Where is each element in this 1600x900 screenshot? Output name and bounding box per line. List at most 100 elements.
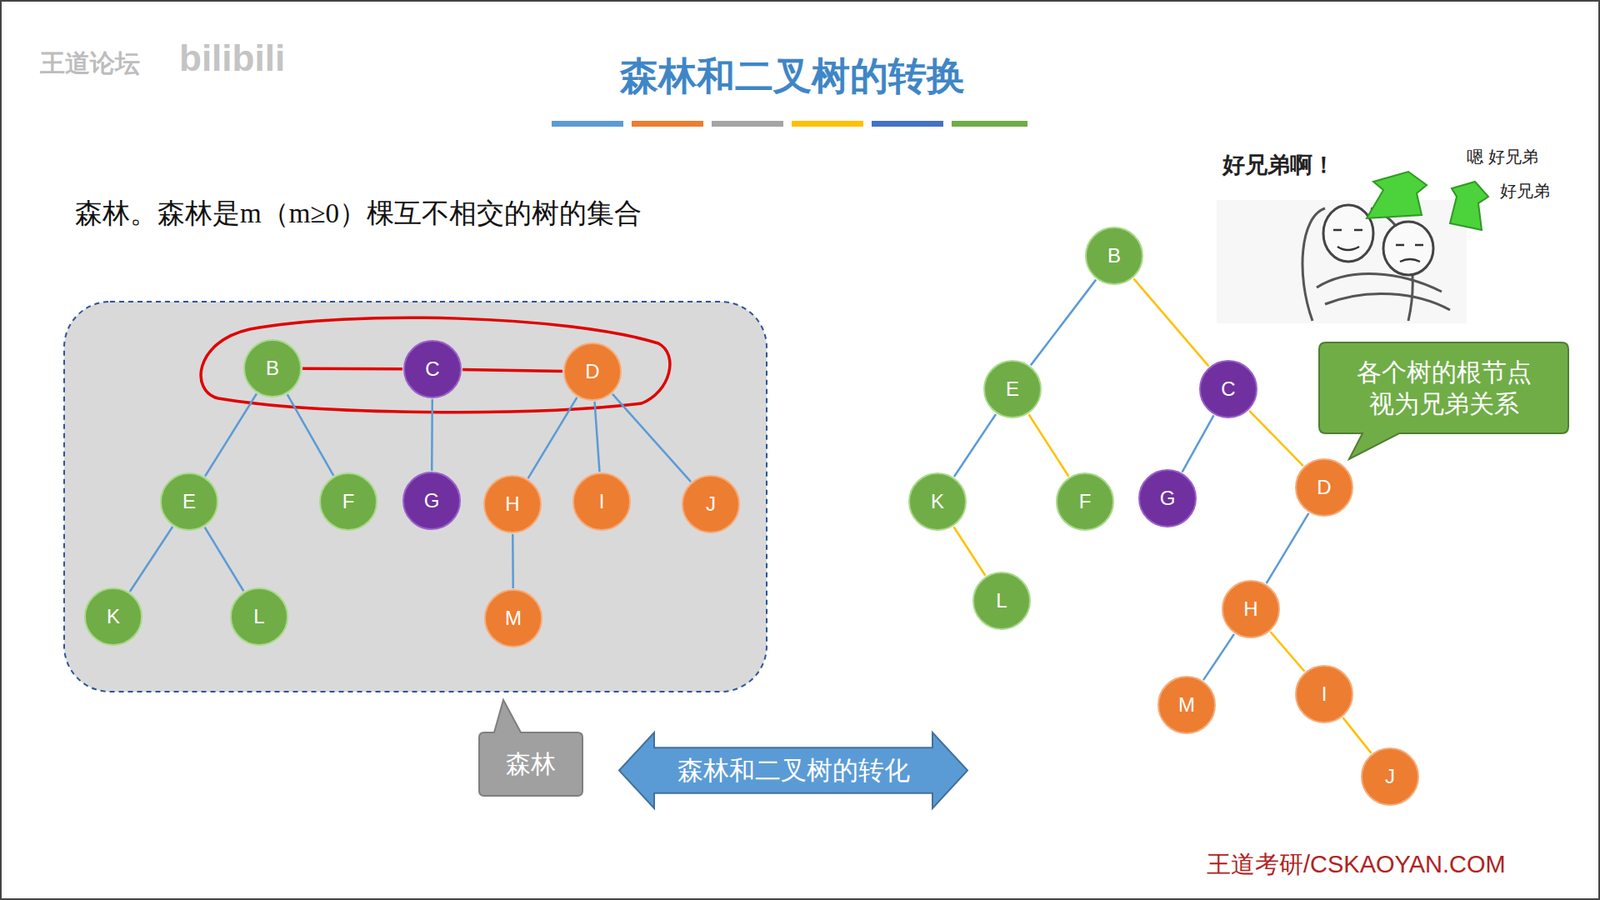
tree-node: L <box>230 587 289 646</box>
bar-segment <box>551 120 624 127</box>
node-text: F <box>342 490 355 515</box>
tree-edge <box>287 394 334 475</box>
face <box>1395 245 1424 262</box>
bar-segment <box>871 120 944 127</box>
node-text: H <box>505 492 520 517</box>
figure-head <box>1383 221 1434 275</box>
callout-grey: 森林 <box>479 732 583 796</box>
tree-node: G <box>402 471 461 530</box>
node-text: 森林 <box>505 749 556 780</box>
node-text: E <box>1005 377 1020 402</box>
node-text: C <box>1220 377 1235 402</box>
tree-edge <box>1030 280 1096 366</box>
tree-node: M <box>1157 675 1216 735</box>
node-text: K <box>106 605 120 630</box>
tree-edge <box>1342 717 1371 754</box>
tree-node: D <box>1295 458 1354 517</box>
node-text: I <box>599 490 605 515</box>
tree-edge <box>1266 513 1310 584</box>
tree-node: J <box>681 475 740 534</box>
figure-stroke <box>1302 208 1325 321</box>
watermark: bilibili <box>179 37 285 80</box>
tree-node: E <box>160 472 219 531</box>
tree-node: K <box>84 587 143 646</box>
tree-node: H <box>483 475 542 534</box>
arrow-shape <box>619 732 968 809</box>
callout-green: 各个树的根节点 视为兄弟关系 <box>1319 342 1569 434</box>
meme-picture <box>1216 171 1489 324</box>
tree-node: F <box>1055 472 1115 531</box>
tree-edge <box>130 526 173 592</box>
forest-panel <box>64 301 767 692</box>
tree-edge <box>1029 414 1070 476</box>
tree-node: K <box>908 472 967 531</box>
tree-edge <box>1133 278 1209 366</box>
callout-shape <box>479 700 583 796</box>
sibling-mark <box>462 370 563 372</box>
footer-text: 王道考研/CSKAOYAN.COM <box>1206 848 1506 882</box>
tree-node: E <box>983 360 1042 419</box>
meme-text: 好兄弟 <box>1500 180 1550 203</box>
tree-edge <box>1182 415 1215 472</box>
node-text: M <box>1178 693 1195 718</box>
node-text: B <box>265 356 280 381</box>
node-text: E <box>182 490 196 515</box>
tree-edge <box>1203 634 1235 680</box>
bar-segment <box>791 120 864 127</box>
node-text: L <box>253 605 265 630</box>
tree-edge <box>954 526 986 576</box>
tree-node: F <box>319 472 378 531</box>
meme-ground <box>1216 200 1467 324</box>
node-text: J <box>1385 765 1395 790</box>
node-text: D <box>1316 475 1331 500</box>
figure-head <box>1323 205 1374 262</box>
tree-node: B <box>243 339 302 398</box>
meme-text: 嗯 好兄弟 <box>1466 145 1539 169</box>
node-text: G <box>424 489 440 514</box>
tree-edge <box>954 414 996 477</box>
tree-edge <box>528 397 578 479</box>
tree-edge <box>511 534 515 589</box>
tree-node: C <box>1199 360 1258 419</box>
definition-text: 森林。森林是m（m≥0）棵互不相交的树的集合 <box>75 195 642 233</box>
node-text: K <box>930 490 945 515</box>
tree-node: H <box>1221 580 1280 639</box>
tree-edge <box>205 527 245 591</box>
node-text: L <box>995 589 1007 614</box>
arms <box>1316 274 1450 310</box>
tree-node: M <box>484 589 543 648</box>
tree-edge <box>612 394 691 482</box>
node-text: M <box>505 606 522 631</box>
bar-segment <box>951 120 1028 127</box>
bar-segment <box>711 120 784 127</box>
watermark: 王道论坛 <box>40 46 140 81</box>
bar-segment <box>631 120 704 127</box>
node-text: G <box>1160 486 1176 511</box>
title-bar <box>551 120 1028 127</box>
meme-text: 好兄弟啊！ <box>1222 150 1335 180</box>
node-text: F <box>1079 490 1092 515</box>
sibling-mark <box>302 366 403 370</box>
tree-node: J <box>1360 747 1420 806</box>
node-text: 各个树的根节点 视为兄弟关系 <box>1348 356 1540 420</box>
tree-node: C <box>403 340 462 399</box>
green-hat <box>1366 171 1427 219</box>
node-text: 森林和二叉树的转化 <box>677 755 910 786</box>
tree-node: G <box>1138 469 1197 528</box>
tree-node: D <box>563 342 622 401</box>
tree-edge <box>1249 410 1304 466</box>
tree-node: B <box>1085 226 1144 285</box>
node-text: B <box>1107 244 1121 269</box>
node-text: H <box>1243 597 1258 622</box>
tree-node: I <box>572 472 631 531</box>
face <box>1333 230 1363 250</box>
node-text: C <box>425 357 440 382</box>
tree-edge <box>1270 631 1305 671</box>
tree-edge <box>595 401 600 472</box>
shape-outline <box>1319 342 1569 434</box>
node-text: J <box>705 492 716 517</box>
red-ellipse <box>200 317 670 412</box>
tree-node: I <box>1295 665 1354 724</box>
